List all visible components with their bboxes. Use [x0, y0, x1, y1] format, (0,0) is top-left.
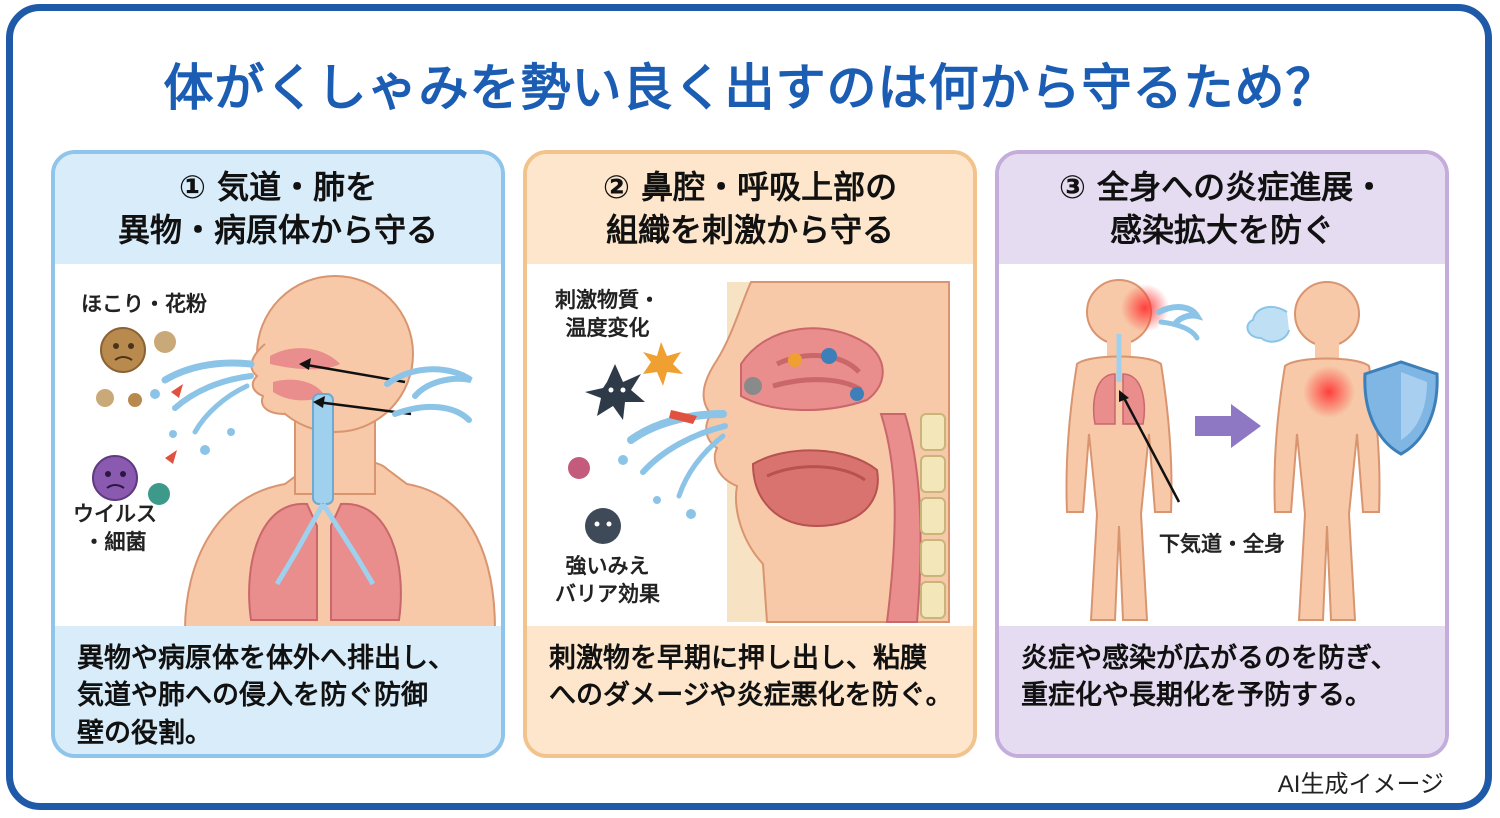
panel-nasal-cavity: ② 鼻腔・呼吸上部の 組織を刺激から守る — [523, 150, 977, 758]
description-line: 気道や肺への侵入を防ぐ防御 — [77, 680, 428, 712]
label-barrier: 強いみえ バリア効果 — [555, 552, 660, 609]
panel-description: 刺激物を早期に押し出し、粘膜 へのダメージや炎症悪化を防ぐ。 — [527, 626, 973, 754]
panel-heading: ③ 全身への炎症進展・ 感染拡大を防ぐ — [999, 154, 1445, 264]
progress-arrow — [1195, 404, 1261, 448]
shield-icon — [1363, 360, 1439, 456]
airway-lungs-illustration — [92, 275, 497, 630]
spine — [920, 413, 946, 619]
label-dust-pollen: ほこり・花粉 — [81, 292, 207, 316]
description-line: 炎症や感染が広がるのを防ぎ、 — [1021, 643, 1398, 674]
panel-heading: ② 鼻腔・呼吸上部の 組織を刺激から守る — [527, 154, 973, 264]
label-virus-bacteria: ウイルス ・細菌 — [73, 500, 157, 557]
panel-airway-lungs: ① 気道・肺を 異物・病原体から守る — [51, 150, 505, 758]
panel-heading-line: ③ 全身への炎症進展・ — [1058, 167, 1386, 206]
nasal-cavity-illustration — [568, 281, 950, 623]
ai-credit: AI生成イメージ — [1277, 771, 1444, 798]
panel-heading-line: ② 鼻腔・呼吸上部の — [602, 167, 898, 206]
pollen-particle — [100, 327, 146, 373]
label-line: 強いみえ — [565, 554, 650, 578]
panel-heading-line: ① 気道・肺を — [178, 167, 378, 206]
panel-systemic-spread: ③ 全身への炎症進展・ 感染拡大を防ぐ — [995, 150, 1449, 758]
description-line: 異物や病原体を体外へ排出し、 — [77, 643, 455, 674]
page-title: 体がくしゃみを勢い良く出すのは何から守るため？ — [163, 59, 1337, 117]
description-line: 刺激物を早期に押し出し、粘膜 — [549, 643, 927, 674]
panel-heading-line: 組織を刺激から守る — [605, 211, 894, 249]
label-irritant: 刺激物質・ 温度変化 — [555, 286, 660, 343]
figure-right — [1273, 281, 1381, 621]
label-line: 刺激物質・ — [555, 288, 660, 312]
panel-heading-line: 感染拡大を防ぐ — [1109, 211, 1334, 249]
description-line: 壁の役割。 — [77, 717, 212, 749]
figure-left — [1065, 279, 1173, 621]
panel-description: 異物や病原体を体外へ排出し、 気道や肺への侵入を防ぐ防御 壁の役割。 — [55, 626, 501, 754]
virus-particle — [92, 455, 138, 501]
label-line: バリア効果 — [555, 582, 660, 607]
barrier-particle — [585, 508, 621, 544]
label-line: ・細菌 — [83, 530, 147, 555]
panel-description: 炎症や感染が広がるのを防ぎ、 重症化や長期化を予防する。 — [999, 626, 1445, 754]
label-line: 温度変化 — [565, 316, 650, 341]
body-figures-illustration — [1065, 279, 1439, 621]
description-line: 重症化や長期化を予防する。 — [1021, 680, 1372, 712]
label-lower-airway: 下気道・全身 — [1159, 532, 1285, 556]
panel-heading: ① 気道・肺を 異物・病原体から守る — [55, 154, 501, 264]
irritant-particle — [585, 364, 645, 420]
description-line: へのダメージや炎症悪化を防ぐ。 — [549, 680, 953, 712]
panel-heading-line: 異物・病原体から守る — [117, 211, 438, 249]
label-line: ウイルス — [73, 502, 157, 526]
